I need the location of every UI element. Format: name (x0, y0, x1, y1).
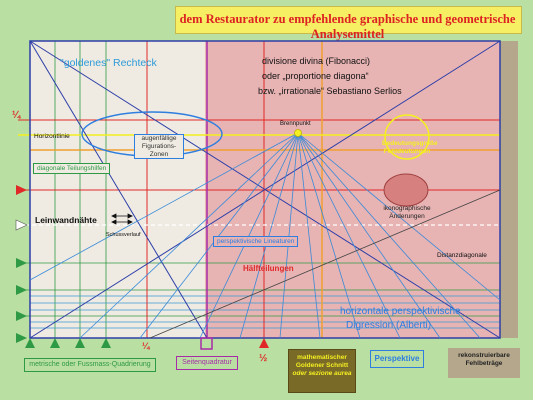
legend-metric: metrische oder Fussmass-Quadrierung (24, 358, 156, 373)
legend-reconstructable-line-2: Fehlbeträge (465, 359, 503, 367)
weft-direction-label: Schussverlauf (106, 232, 141, 238)
marker-bottom-green-4 (101, 338, 111, 348)
diagonal-aids-label: diagonale Teilungshilfen (33, 163, 111, 174)
marker-bottom-red (259, 338, 269, 348)
marker-left-green-4 (16, 333, 27, 343)
legend-perspective: Perspektive (370, 350, 424, 368)
metric-grid-horizontals (18, 262, 500, 317)
distance-diagonal-label: Distanzdiagonale (437, 252, 487, 259)
damages-circle (384, 114, 430, 160)
marker-bottom-green-1 (25, 338, 35, 348)
perspective-lines (29, 132, 501, 339)
marker-left-green-1 (16, 258, 27, 268)
legend-reconstructable-line-1: rekonstruierbare (458, 352, 510, 359)
legend-golden-section: mathematischer Goldener Schnitt oder sez… (288, 349, 356, 393)
divisione-label-3: bzw. „irrationale“ Sebastiano Serlios (258, 86, 402, 96)
divisione-label-1: divisione divina (Fibonacci) (262, 56, 371, 66)
legend-side-square: Seitenquadratur (176, 356, 238, 371)
marker-left-white (15, 219, 28, 231)
horizontal-digression-lines (30, 295, 500, 329)
marker-left-green-3 (16, 311, 27, 321)
horizontal-digression-label-1: horizontale perspektivische (340, 306, 461, 317)
canvas-seams-label: Leinwandnähte (35, 215, 97, 225)
halvings-label: Hälfteilungen (243, 264, 294, 273)
distance-diagonal (149, 189, 501, 339)
perspective-lines-label: perspektivische Lineaturen (213, 236, 299, 247)
golden-section-lines (30, 41, 500, 338)
half-bottom-label: ½ (259, 353, 268, 364)
gray-strip (500, 41, 518, 338)
divisione-label-2: oder „proportione diagona“ (262, 71, 369, 81)
iconographic-label: ikonographische Änderungen (383, 205, 431, 220)
legend-reconstructable: rekonstruierbare Fehlbeträge (448, 348, 520, 378)
marker-bottom-green-3 (75, 338, 85, 348)
side-square-marker (200, 337, 213, 350)
legend-golden-line-1: mathematischer (297, 354, 347, 361)
quarter-bottom-label: ¼ (142, 341, 150, 351)
golden-rectangle-label: "goldenes" Rechteck (60, 57, 157, 69)
iconographic-ellipse (383, 173, 429, 207)
page-title: dem Restaurator zu empfehlende graphisch… (179, 12, 516, 41)
seam-arrow-icon (111, 213, 133, 225)
horizontal-digression-label-2: Digression (Alberti) (346, 320, 432, 331)
damages-label: Bedeutungsgröße Fehldeutungen (382, 140, 438, 155)
marker-left-red (16, 185, 27, 195)
frame-diagonals (29, 40, 501, 339)
figuration-zones-label: augenfällige Figurations-Zonen (134, 134, 184, 160)
blue-frame (29, 40, 501, 339)
legend-golden-line-2: Goldener Schnitt (295, 361, 349, 369)
horizon-label: Horizontlinie (34, 133, 70, 140)
legend-golden-line-3: oder sezione aurea (292, 369, 352, 377)
focal-point-marker (294, 129, 302, 137)
quarter-left-label: ¼ (12, 110, 21, 121)
marker-bottom-green-2 (50, 338, 60, 348)
title-banner (175, 6, 522, 34)
marker-left-green-2 (16, 285, 27, 295)
focal-point-label: Brennpunkt (280, 121, 311, 127)
